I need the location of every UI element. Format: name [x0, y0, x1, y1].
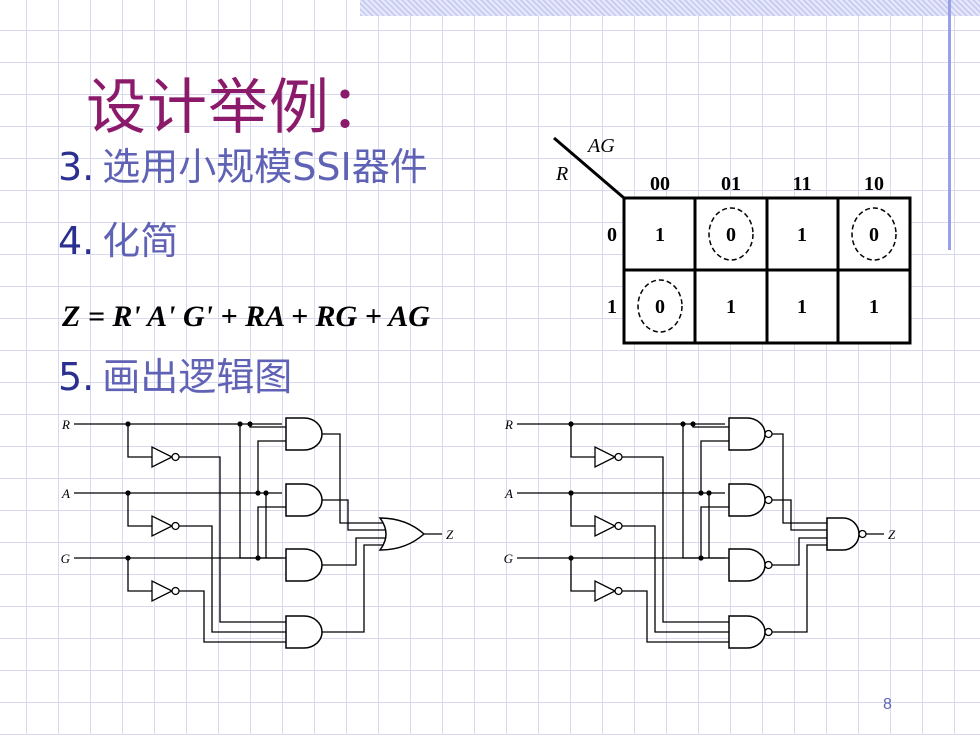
page-number: 8: [883, 696, 892, 713]
item-number: 4.: [58, 219, 95, 263]
kmap-col-header: 11: [793, 173, 812, 195]
kmap-cell: 1: [869, 296, 879, 318]
nand-bubble: [764, 627, 773, 637]
list-item-5: 5.画出逻辑图: [58, 358, 292, 396]
and-gate: [285, 548, 323, 582]
kmap-col-header: 00: [650, 173, 670, 195]
kmap-dashed-circle: [637, 279, 683, 333]
output-nand-gate: [826, 517, 860, 551]
kmap-diagonal: [553, 136, 625, 200]
or-gate: [378, 517, 426, 551]
inverter-gate: [594, 579, 617, 603]
list-item-3: 3.选用小规模SSI器件: [58, 148, 428, 186]
and-gate: [285, 417, 323, 451]
inverter-bubble: [614, 521, 623, 531]
input-label: A: [504, 486, 513, 501]
inverter-bubble: [171, 521, 180, 531]
simplified-formula: Z = R' A' G' + RA + RG + AG: [62, 300, 430, 333]
item-text: 化简: [102, 219, 179, 263]
kmap-cell: 1: [797, 296, 807, 318]
kmap-row-header: 0: [607, 224, 617, 246]
input-label: A: [61, 486, 70, 501]
item-number: 3.: [58, 145, 95, 189]
output-label: Z: [888, 527, 896, 542]
input-label: G: [504, 551, 514, 566]
nand-gate: [728, 417, 766, 451]
inverter-gate: [594, 514, 617, 538]
inverter-bubble: [171, 586, 180, 596]
input-label: R: [61, 417, 70, 432]
kmap-cell: 0: [655, 296, 665, 318]
inverter-gate: [151, 514, 174, 538]
inverter-gate: [151, 579, 174, 603]
input-label: G: [61, 551, 71, 566]
nand-gate: [728, 548, 766, 582]
kmap-cell: 1: [797, 224, 807, 246]
nand-bubble: [764, 429, 773, 439]
inverter-bubble: [614, 586, 623, 596]
item-text: 选用小规模SSI器件: [102, 145, 428, 189]
and-gate: [285, 615, 323, 649]
nand-gate: [728, 483, 766, 517]
item-number: 5.: [58, 355, 95, 399]
top-decor-bar: [360, 0, 980, 16]
inverter-gate: [594, 445, 617, 469]
nand-bubble: [764, 560, 773, 570]
inverter-bubble: [171, 452, 180, 462]
right-decor-line: [948, 0, 951, 250]
kmap-row-var: R: [555, 163, 568, 185]
kmap-dashed-circle: [708, 207, 754, 261]
kmap-row-header: 1: [607, 296, 617, 318]
kmap-dashed-circle: [851, 207, 897, 261]
and-or-circuit: R A G Z: [61, 417, 454, 649]
output-label: Z: [446, 527, 454, 542]
list-item-4: 4.化简: [58, 222, 178, 260]
inverter-bubble: [614, 452, 623, 462]
nand-bubble: [858, 529, 867, 539]
inverter-gate: [151, 445, 174, 469]
nand-nand-circuit: R A G Z: [504, 417, 896, 649]
item-text: 画出逻辑图: [102, 355, 293, 399]
kmap-cell: 0: [869, 224, 879, 246]
and-gate: [285, 483, 323, 517]
logic-circuits: R A G Z R A G Z: [61, 417, 896, 649]
slide-title: 设计举例：: [86, 73, 391, 143]
kmap-cell: 1: [655, 224, 665, 246]
kmap-cell: 0: [726, 224, 736, 246]
input-label: R: [504, 417, 513, 432]
kmap-col-header: 01: [721, 173, 741, 195]
kmap-col-vars: AG: [586, 135, 615, 157]
kmap-cell: 1: [726, 296, 736, 318]
nand-gate: [728, 615, 766, 649]
nand-bubble: [764, 495, 773, 505]
kmap-col-header: 10: [864, 173, 884, 195]
